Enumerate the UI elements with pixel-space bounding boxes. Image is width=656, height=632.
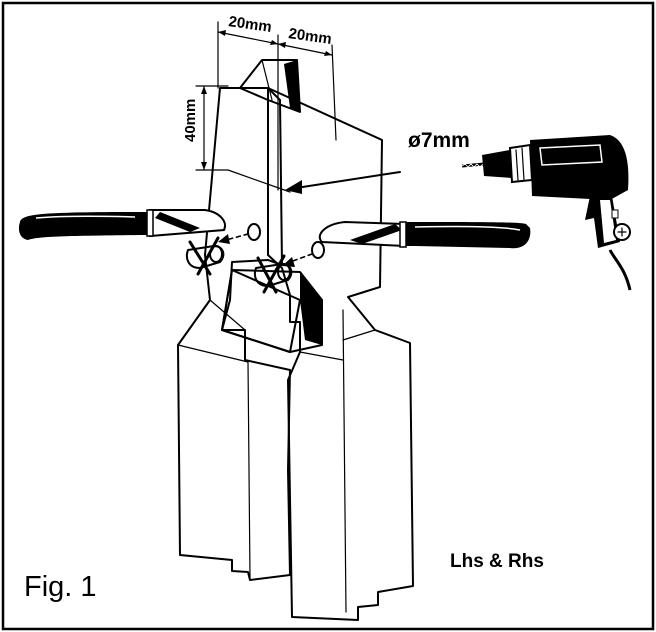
top-terminal-block xyxy=(239,59,301,113)
crossed-out-icon xyxy=(253,254,293,294)
crossed-out-icon xyxy=(185,236,225,276)
dimension-lines xyxy=(195,21,337,193)
drill-hole-left xyxy=(247,223,261,241)
right-brush xyxy=(267,87,414,621)
hole-diameter-label: ø7mm xyxy=(408,129,470,152)
dimension-width-left-label: 20mm xyxy=(227,13,272,36)
dimension-height-label: 40mm xyxy=(182,99,199,142)
drill-hole-right xyxy=(311,241,325,259)
power-drill-icon xyxy=(461,135,632,291)
knife-icon xyxy=(318,220,531,249)
left-brush xyxy=(177,87,291,581)
dimension-width-right-label: 20mm xyxy=(287,25,332,48)
middle-terminal-block xyxy=(221,269,323,353)
drill-point-arrow xyxy=(285,171,401,194)
figure-caption: Fig. 1 xyxy=(24,571,97,603)
knife-icon xyxy=(18,209,226,240)
sides-label: Lhs & Rhs xyxy=(450,551,544,572)
